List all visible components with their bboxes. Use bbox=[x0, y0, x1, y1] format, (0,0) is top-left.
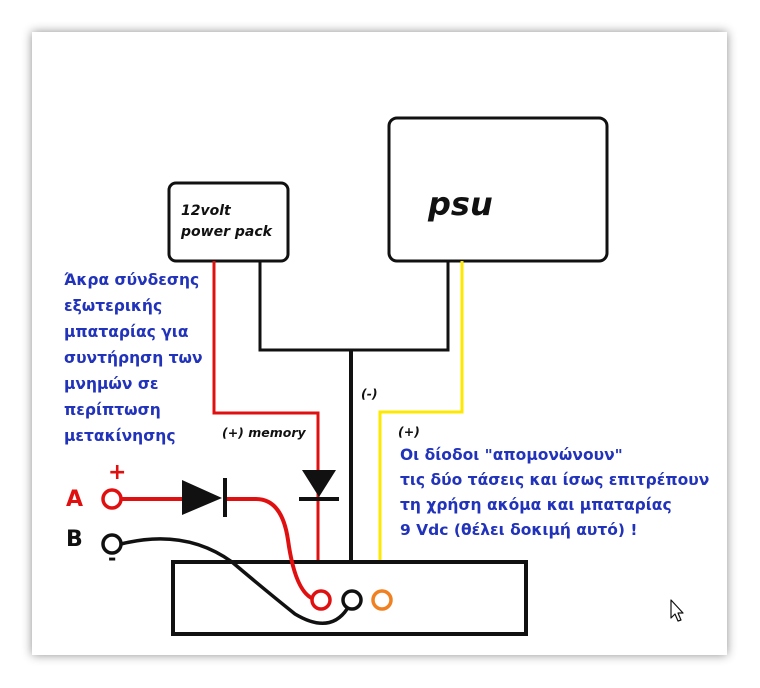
note-left-line: περίπτωση bbox=[64, 401, 161, 419]
terminal-orange bbox=[371, 589, 393, 611]
psu-label: psu bbox=[427, 185, 493, 223]
psu-box: psu bbox=[387, 116, 609, 263]
note-left-line: μνημών σε bbox=[64, 375, 159, 393]
terminal-a-wire-right bbox=[227, 497, 319, 602]
terminal-b-wire bbox=[120, 537, 354, 625]
terminal-b-label: B bbox=[66, 527, 83, 552]
terminal-b-minus-sign: - bbox=[108, 546, 116, 570]
terminal-red bbox=[310, 589, 332, 611]
note-right-line: 9 Vdc (θέλει δοκιμή αυτό) ! bbox=[400, 521, 637, 539]
psu-ground-wire bbox=[351, 261, 450, 352]
power-pack-label-line2: power pack bbox=[180, 224, 274, 240]
power-pack-label-line1: 12volt bbox=[181, 203, 232, 219]
power-pack-box: 12volt power pack bbox=[167, 181, 290, 263]
plus-label: (+) bbox=[398, 424, 420, 439]
memory-diode bbox=[299, 470, 339, 501]
note-right-line: Οι δίοδοι "απομονώνουν" bbox=[400, 446, 623, 464]
note-left-line: Άκρα σύνδεσης bbox=[64, 271, 199, 289]
terminal-a-label: A bbox=[66, 487, 83, 512]
note-left-line: εξωτερικής bbox=[64, 297, 162, 315]
note-left: Άκρα σύνδεσης εξωτερικής μπαταρίας για σ… bbox=[64, 271, 203, 445]
terminal-a-diode bbox=[182, 478, 227, 517]
terminal-b bbox=[101, 533, 123, 555]
note-right-line: τις δύο τάσεις και ίσως επιτρέπουν bbox=[400, 471, 709, 489]
psu-positive-wire bbox=[378, 261, 464, 589]
minus-label: (-) bbox=[361, 386, 378, 401]
plus-memory-label: (+) memory bbox=[222, 425, 307, 440]
terminal-a-plus-sign: + bbox=[108, 460, 126, 485]
note-right-line: τη χρήση ακόμα και μπαταρίας bbox=[400, 496, 672, 514]
power-pack-ground-wire bbox=[258, 261, 351, 352]
note-right: Οι δίοδοι "απομονώνουν" τις δύο τάσεις κ… bbox=[400, 446, 709, 539]
note-left-line: μετακίνησης bbox=[64, 427, 176, 445]
note-left-line: συντήρηση των bbox=[64, 349, 203, 367]
mouse-cursor-icon bbox=[670, 599, 684, 622]
terminal-a bbox=[101, 488, 123, 510]
note-left-line: μπαταρίας για bbox=[64, 323, 188, 341]
terminal-black bbox=[341, 589, 363, 611]
